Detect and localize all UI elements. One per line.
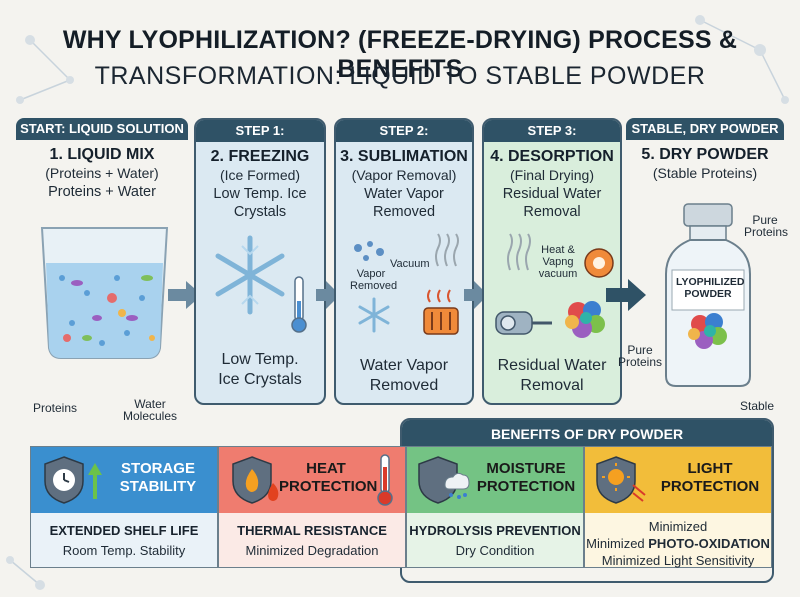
column-bottom-text: Residual Water Removal xyxy=(497,357,607,394)
thermometer-icon xyxy=(377,454,393,506)
label-proteins: Proteins xyxy=(32,401,78,415)
column-header: STEP 1: xyxy=(196,120,324,142)
column-title: 3. SUBLIMATION xyxy=(340,148,468,165)
steam-icon xyxy=(507,233,531,271)
snowflake-icon xyxy=(215,235,285,315)
column-dry-powder: STABLE, DRY POWDER 5. DRY POWDER (Stable… xyxy=(618,118,789,412)
column-title: 1. LIQUID MIX xyxy=(49,146,155,163)
column-note: Proteins + Water xyxy=(48,184,156,200)
column-header: START: LIQUID SOLUTION xyxy=(16,118,188,140)
column-title: 5. DRY POWDER xyxy=(641,146,769,163)
column-title: 2. FREEZING xyxy=(210,148,310,165)
column-subtitle: (Vapor Removal) xyxy=(351,167,457,183)
column-bottom-text: Water Vapor Removed xyxy=(359,357,449,394)
benefit-card-header: MOISTURE PROTECTION xyxy=(407,447,583,513)
benefit-line-1: THERMAL RESISTANCE xyxy=(237,523,387,538)
column-subtitle: (Stable Proteins) xyxy=(652,165,758,181)
column-subtitle: (Proteins + Water) xyxy=(45,165,159,181)
label-water-molecules: Water Molecules xyxy=(122,397,178,423)
heater-pump-icon xyxy=(584,248,614,278)
page-subtitle: TRANSFORMATION: LIQUID TO STABLE POWDER xyxy=(94,62,706,90)
process-arrow-icon xyxy=(316,281,340,309)
column-note: Low Temp. Ice Crystals xyxy=(213,186,307,220)
vial-icon xyxy=(665,203,751,387)
benefits-header: BENEFITS OF DRY POWDER xyxy=(402,420,772,448)
benefit-title: HEAT PROTECTION xyxy=(279,460,378,495)
steam-icon xyxy=(435,233,459,267)
benefit-line-3: Minimized Light Sensitivity xyxy=(601,553,755,568)
label-pure-proteins-top: Pure Proteins xyxy=(744,213,789,239)
benefit-card-light: LIGHT PROTECTION Minimized Minimized PHO… xyxy=(584,446,772,568)
benefit-card-heat: HEAT PROTECTION THERMAL RESISTANCE Minim… xyxy=(218,446,406,568)
column-title: 4. DESORPTION xyxy=(490,148,614,165)
beaker-icon xyxy=(40,227,169,359)
rain-shield-icon xyxy=(418,456,470,504)
benefit-card-header: HEAT PROTECTION xyxy=(219,447,405,513)
column-subtitle: (Final Drying) xyxy=(509,167,594,183)
heater-icon xyxy=(423,289,459,335)
column-note: Residual Water Removal xyxy=(502,186,602,220)
clock-shield-icon xyxy=(44,456,84,504)
vial-label-text: LYOPHILIZED POWDER xyxy=(676,276,745,300)
benefit-line-1: EXTENDED SHELF LIFE xyxy=(49,523,199,538)
label-pure-proteins-bottom: Pure Proteins xyxy=(617,343,663,369)
column-desorption: STEP 3: 4. DESORPTION (Final Drying) Res… xyxy=(482,118,622,405)
process-arrow-icon xyxy=(464,281,488,309)
benefit-line-2: Room Temp. Stability xyxy=(62,543,186,558)
fire-shield-icon xyxy=(232,456,279,504)
column-header: STEP 3: xyxy=(484,120,620,142)
column-bottom-text: Low Temp. Ice Crystals xyxy=(218,351,302,388)
benefit-line-2-bold: PHOTO-OXIDATION xyxy=(648,536,770,551)
process-arrow-icon xyxy=(606,279,646,311)
arrow-up-icon xyxy=(88,463,102,499)
column-subtitle: (Ice Formed) xyxy=(219,167,301,183)
column-freezing: STEP 1: 2. FREEZING (Ice Formed) Low Tem… xyxy=(194,118,326,405)
thermometer-icon xyxy=(291,276,307,333)
label-heat-vacuum: Heat & Vapng vacuum xyxy=(538,244,578,280)
benefit-line-2: Dry Condition xyxy=(455,543,535,558)
benefit-line-1: Minimized xyxy=(648,519,708,534)
label-vacuum: Vacuum xyxy=(390,258,430,270)
benefit-card-header: STORAGE STABILITY xyxy=(31,447,217,513)
protein-cluster-icon xyxy=(565,301,605,338)
vacuum-pump-icon xyxy=(495,311,552,335)
column-liquid-mix: START: LIQUID SOLUTION 1. LIQUID MIX (Pr… xyxy=(16,118,188,422)
ice-crystal-icon xyxy=(358,297,390,333)
label-vapor-removed: Vapor Removed xyxy=(350,268,398,292)
process-arrow-icon xyxy=(168,281,202,309)
benefit-line-2: Minimized PHOTO-OXIDATION xyxy=(585,536,771,551)
benefit-title: STORAGE STABILITY xyxy=(119,460,197,495)
vapor-molecules-icon xyxy=(354,241,384,261)
column-header: STEP 2: xyxy=(336,120,472,142)
benefit-title: LIGHT PROTECTION xyxy=(660,460,760,495)
benefit-card-header: LIGHT PROTECTION xyxy=(585,447,771,513)
label-stable: Stable xyxy=(739,399,775,413)
benefit-title: MOISTURE PROTECTION xyxy=(476,460,576,495)
benefit-card-storage: STORAGE STABILITY EXTENDED SHELF LIFE Ro… xyxy=(30,446,218,568)
sun-shield-icon xyxy=(596,456,646,504)
column-header: STABLE, DRY POWDER xyxy=(626,118,784,140)
benefit-line-2-prefix: Minimized xyxy=(586,536,649,551)
benefit-line-2: Minimized Degradation xyxy=(245,543,379,558)
benefit-card-moisture: MOISTURE PROTECTION HYDROLYSIS PREVENTIO… xyxy=(406,446,584,568)
page-title: WHY LYOPHILIZATION? (FREEZE-DRYING) PROC… xyxy=(62,26,738,83)
column-sublimation: STEP 2: 3. SUBLIMATION (Vapor Removal) W… xyxy=(334,118,474,405)
benefit-line-1: HYDROLYSIS PREVENTION xyxy=(409,523,581,538)
column-note: Water Vapor Removed xyxy=(364,186,444,220)
